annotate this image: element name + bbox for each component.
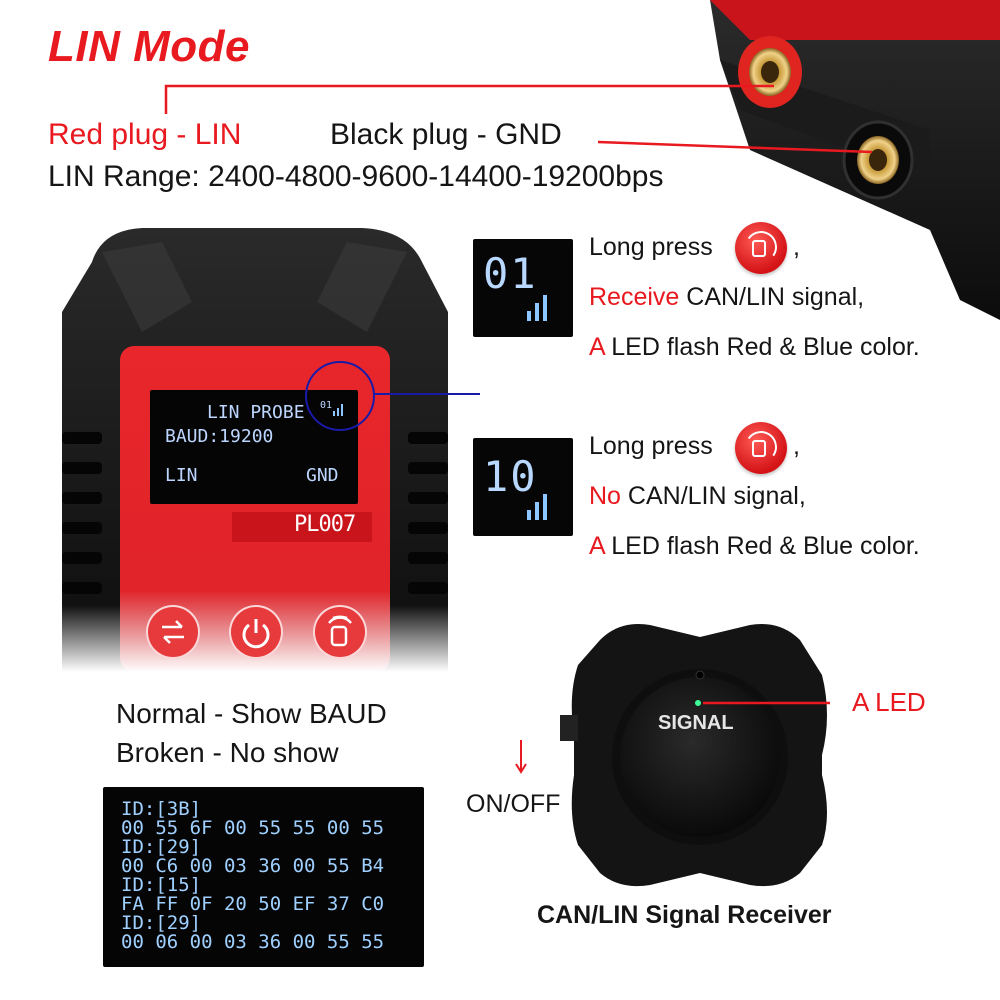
state-10-line1: Long press <box>589 432 713 460</box>
log-line: ID:[29] <box>121 912 202 934</box>
black-plug-callout-line <box>597 140 873 154</box>
state-10-comma: , <box>793 432 800 460</box>
red-plug-callout-line <box>164 84 774 114</box>
power-icon <box>242 619 270 649</box>
state-01-line2: Receive CAN/LIN signal, <box>589 283 865 311</box>
log-line: 00 06 00 03 36 00 55 55 <box>121 931 385 953</box>
screen-gnd: GND <box>306 465 339 486</box>
signal-touch-icon <box>328 615 352 647</box>
indicator-callout <box>305 361 480 431</box>
black-plug-label: Black plug - GND <box>330 118 562 151</box>
on-off-label: ON/OFF <box>466 790 561 818</box>
led-label: A LED <box>852 687 926 717</box>
model-label: PL007 <box>294 512 356 537</box>
signal-bars-icon <box>527 490 557 520</box>
switch-mode-button[interactable] <box>146 605 200 659</box>
log-line: FA FF 0F 20 50 EF 37 C0 <box>121 893 385 915</box>
log-line: 00 55 6F 00 55 55 00 55 <box>121 817 385 839</box>
log-line: ID:[3B] <box>121 798 202 820</box>
screen-title: LIN PROBE <box>207 402 305 423</box>
power-button[interactable] <box>229 605 283 659</box>
screen-signal-icon <box>333 404 347 416</box>
state-01-line1: Long press <box>589 233 713 261</box>
log-line: ID:[15] <box>121 874 202 896</box>
signal-receive-button[interactable] <box>313 605 367 659</box>
state-10-screen: 10 <box>473 438 573 536</box>
state-01-screen: 01 <box>473 239 573 337</box>
long-press-signal-icon <box>735 222 787 274</box>
long-press-signal-icon <box>735 422 787 474</box>
log-screen: ID:[3B] 00 55 6F 00 55 55 00 55 ID:[29] … <box>103 787 424 967</box>
lin-range-label: LIN Range: 2400-4800-9600-14400-19200bps <box>48 160 664 193</box>
signal-receiver <box>560 624 830 887</box>
screen-indicator: 01 <box>320 400 333 411</box>
plug-module <box>710 0 1000 320</box>
state-01-line3: A LED flash Red & Blue color. <box>589 333 920 361</box>
signal-bars-icon <box>527 291 557 321</box>
receiver-caption: CAN/LIN Signal Receiver <box>537 901 832 929</box>
screen-baud: BAUD:19200 <box>165 426 274 447</box>
state-10-line3: A LED flash Red & Blue color. <box>589 532 920 560</box>
receiver-signal-label: SIGNAL <box>658 712 734 734</box>
state-01-comma: , <box>793 233 800 261</box>
probe-device <box>62 228 448 672</box>
status-note-normal: Normal - Show BAUD <box>116 698 387 729</box>
arrow-down-icon <box>515 740 527 774</box>
state-10-code: 10 <box>483 452 538 501</box>
swap-arrows-icon <box>162 620 184 644</box>
log-line: ID:[29] <box>121 836 202 858</box>
page-title: LIN Mode <box>48 22 250 71</box>
red-plug-label: Red plug - LIN <box>48 118 242 151</box>
status-note-broken: Broken - No show <box>116 737 339 768</box>
screen-lin: LIN <box>165 465 198 486</box>
log-line: 00 C6 00 03 36 00 55 B4 <box>121 855 385 877</box>
state-01-code: 01 <box>483 249 538 298</box>
state-10-line2: No CAN/LIN signal, <box>589 482 806 510</box>
